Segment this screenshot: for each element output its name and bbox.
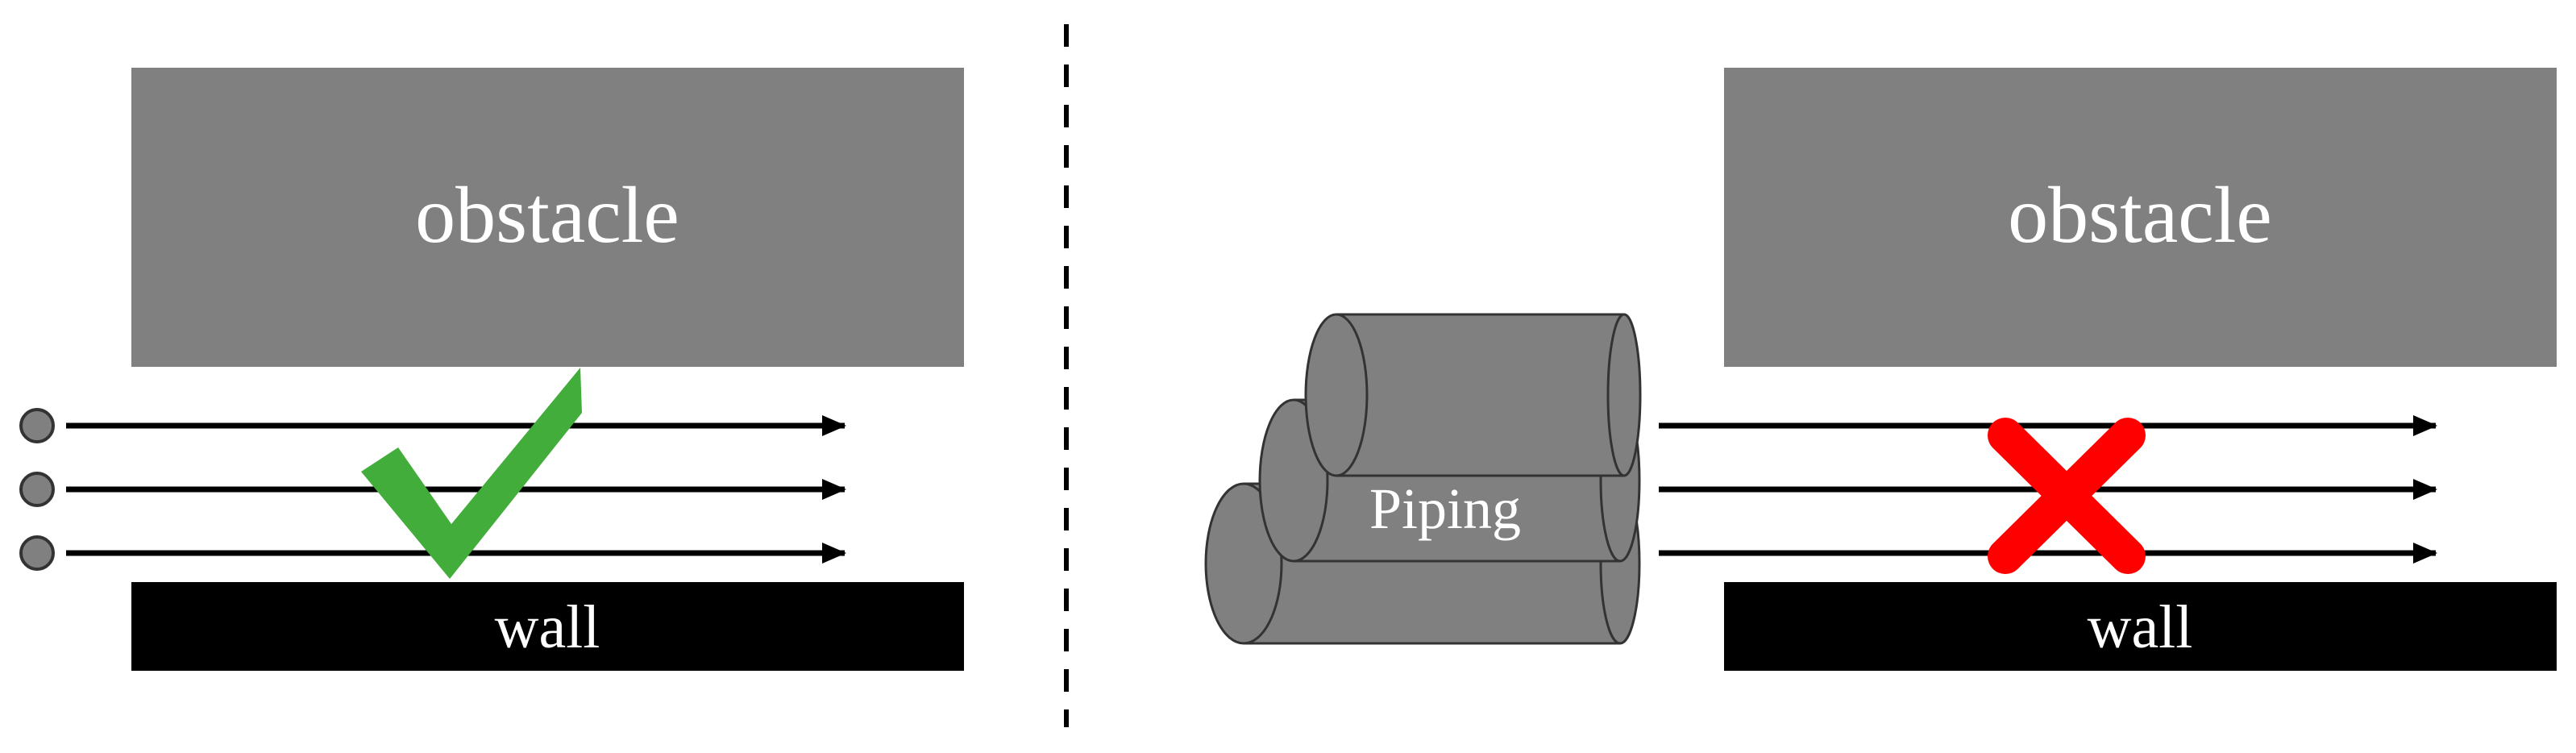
left-wall-label: wall <box>495 593 600 661</box>
right-obstacle-label: obstacle <box>2008 170 2272 260</box>
right-wall <box>1724 582 2557 671</box>
check-mark-icon <box>361 368 582 579</box>
left-flow-source-1 <box>19 408 55 443</box>
left-obstacle-label: obstacle <box>415 170 679 260</box>
right-wall-label: wall <box>2088 593 2193 661</box>
piping-label: Piping <box>1369 476 1521 541</box>
right-obstacle <box>1724 68 2557 367</box>
pipe-top <box>1304 313 1642 477</box>
piping-bundle: Piping <box>1204 313 1642 645</box>
left-wall <box>131 582 964 671</box>
left-flow-source-3 <box>19 535 55 571</box>
cross-mark-icon <box>1988 418 2146 574</box>
right-panel: obstacle wall <box>1204 68 2557 671</box>
left-flow-source-2 <box>19 472 55 507</box>
left-panel: obstacle wall <box>19 68 964 671</box>
left-obstacle <box>131 68 964 367</box>
